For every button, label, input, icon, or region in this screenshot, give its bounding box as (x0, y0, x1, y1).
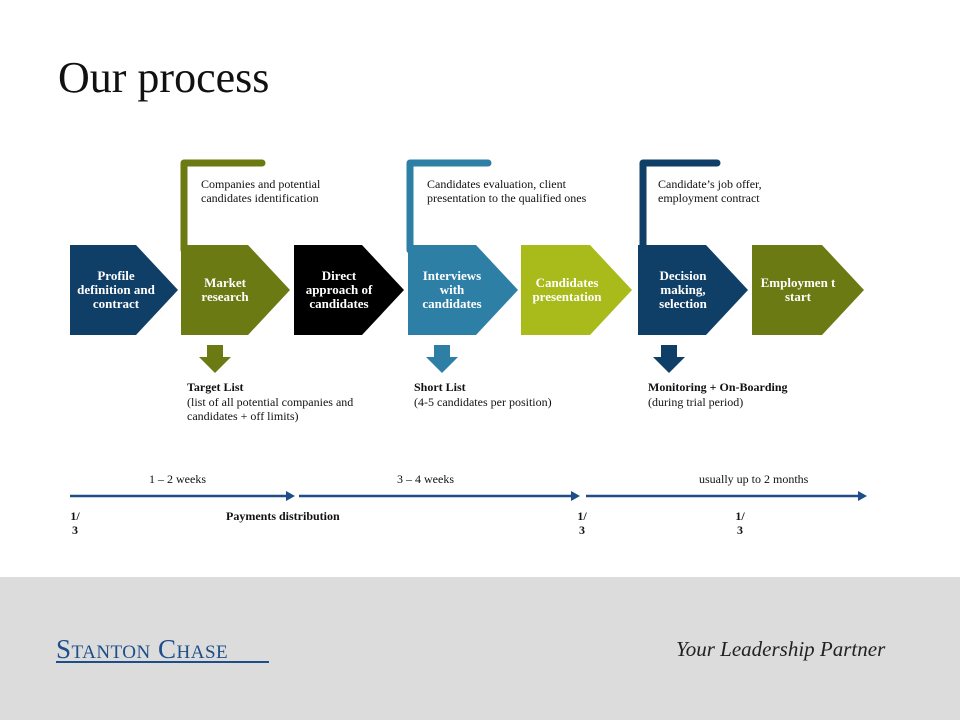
bracket-3 (639, 159, 721, 254)
step-shape-5 (521, 245, 632, 335)
payments-label: Payments distribution (226, 509, 340, 523)
fraction-3: 1/ 3 (735, 509, 745, 537)
fraction-1: 1/ 3 (70, 509, 80, 537)
step-label-2: Market research (201, 275, 249, 304)
timeline-arrowhead-3 (858, 491, 867, 501)
step-label-3: Direct approach of candidates (305, 268, 373, 311)
page-title: Our process (58, 53, 270, 102)
company-logo-text: Stanton Chase (56, 634, 229, 664)
down-arrow-1 (199, 345, 231, 373)
step-shape-1 (70, 245, 178, 335)
duration-2: 3 – 4 weeks (397, 472, 454, 486)
timeline-arrowhead-1 (286, 491, 295, 501)
timeline-arrowhead-2 (571, 491, 580, 501)
step-shape-3 (294, 245, 404, 335)
fraction-2: 1/ 3 (577, 509, 587, 537)
tagline: Your Leadership Partner (676, 637, 886, 661)
step-shape-7 (752, 245, 864, 335)
down-arrow-2 (426, 345, 458, 373)
step-shape-6 (638, 245, 748, 335)
bracket-text-1: Companies and potential candidates ident… (201, 177, 321, 205)
down-arrow-3 (653, 345, 685, 373)
step-label-4: Interviews with candidates (422, 268, 482, 311)
output-title-3: Monitoring + On-Boarding (648, 380, 788, 394)
bracket-1 (180, 159, 266, 254)
step-shape-2 (181, 245, 290, 335)
bracket-text-3: Candidate’s job offer, employment contra… (658, 177, 762, 205)
company-logo: Stanton Chase (56, 634, 228, 665)
step-label-1: Profile definition and contract (77, 268, 155, 311)
output-detail-3: (during trial period) (648, 395, 744, 409)
output-title-1: Target List (187, 380, 244, 394)
duration-1: 1 – 2 weeks (149, 472, 206, 486)
output-detail-1: (list of all potential companies and can… (187, 395, 354, 423)
process-diagram (70, 159, 867, 501)
step-label-7: Employmen t start (760, 275, 836, 304)
bracket-text-2: Candidates evaluation, client presentati… (427, 177, 587, 205)
footer-band (0, 577, 960, 720)
step-label-5: Candidates presentation (532, 275, 602, 304)
output-detail-2: (4-5 candidates per position) (414, 395, 552, 409)
logo-underline (56, 661, 269, 663)
output-title-2: Short List (414, 380, 466, 394)
bracket-2 (406, 159, 492, 254)
duration-3: usually up to 2 months (699, 472, 809, 486)
step-label-6: Decision making, selection (659, 268, 707, 311)
step-shape-4 (408, 245, 518, 335)
